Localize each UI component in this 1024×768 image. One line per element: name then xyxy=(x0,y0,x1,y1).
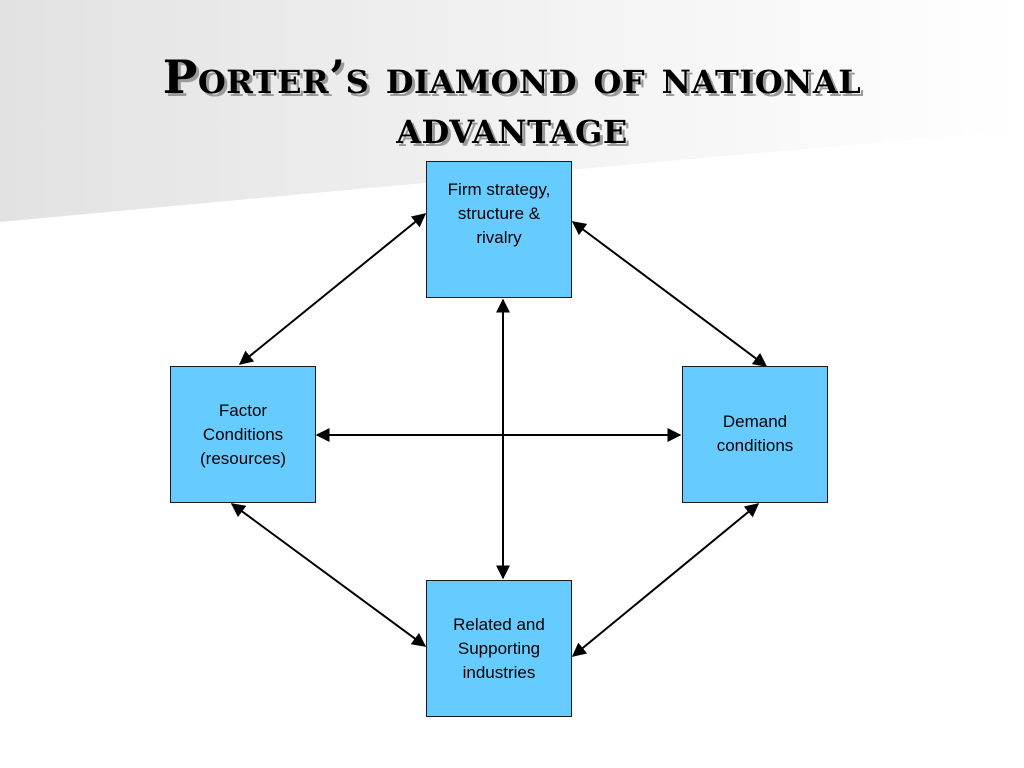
firm-strategy-box: Firm strategy, structure & rivalry xyxy=(426,161,572,298)
slide-title: Porter’s diamond of national advantage xyxy=(162,50,862,154)
arrow-firm-to-demand xyxy=(571,221,768,367)
factor-conditions-box: Factor Conditions (resources) xyxy=(170,366,316,503)
factor-conditions-label: Factor Conditions (resources) xyxy=(200,400,286,468)
arrow-factor-to-firm xyxy=(238,213,427,365)
demand-conditions-box: Demand conditions xyxy=(682,366,828,503)
arrow-factor-to-related xyxy=(230,503,427,647)
related-industries-label: Related and Supporting industries xyxy=(453,614,545,682)
arrow-demand-to-related xyxy=(571,503,760,657)
related-industries-box: Related and Supporting industries xyxy=(426,580,572,717)
firm-strategy-label: Firm strategy, structure & rivalry xyxy=(447,179,551,247)
demand-conditions-label: Demand conditions xyxy=(716,411,794,455)
